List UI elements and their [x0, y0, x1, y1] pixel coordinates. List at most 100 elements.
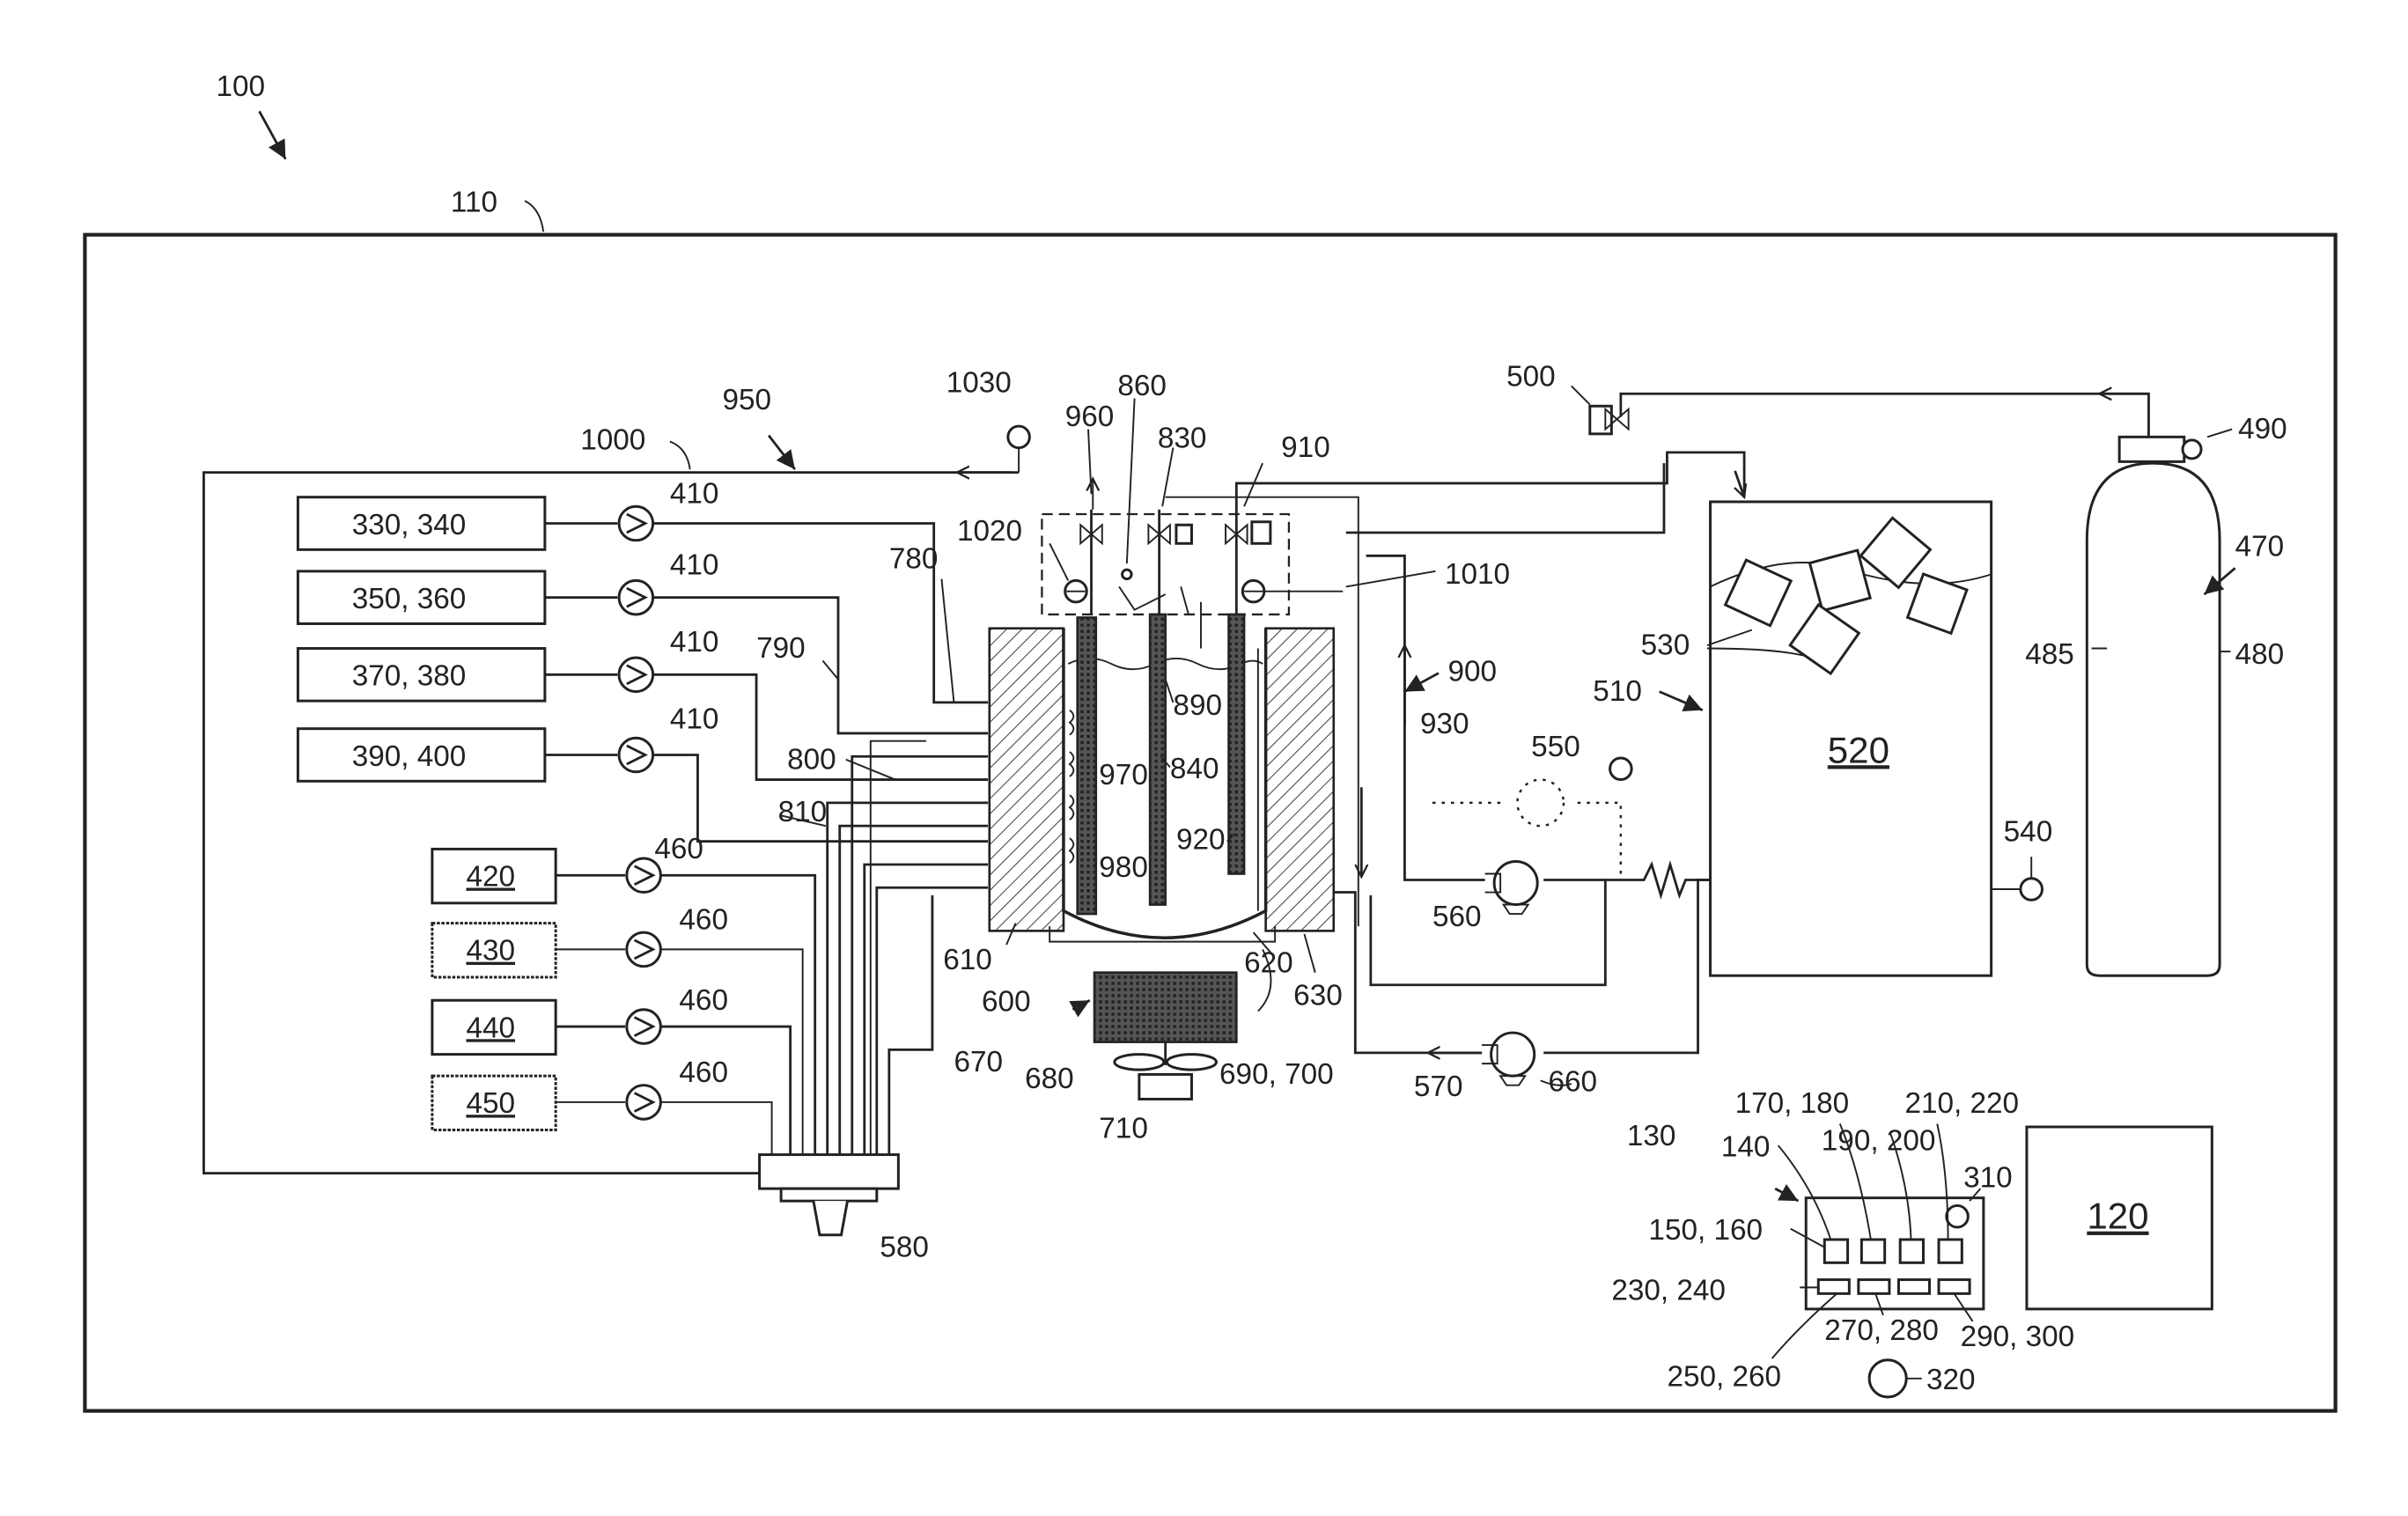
line-1000-leader [670, 442, 690, 470]
label-computer: 120 [2087, 1196, 2148, 1237]
line-950-pointer [769, 436, 795, 470]
label-enclosure: 110 [451, 186, 497, 218]
label-pump-460-d: 460 [679, 1056, 728, 1089]
label-line-930: 930 [1420, 708, 1469, 740]
label-items: 530 [1641, 629, 1690, 662]
label-probe-920: 920 [1176, 823, 1226, 856]
label-pump-410-d: 410 [670, 703, 719, 736]
label-loop-900: 900 [1448, 655, 1498, 688]
label-sensor-540: 540 [2004, 816, 2053, 849]
check-valve [1605, 865, 1710, 895]
label-sensor-1030: 1030 [946, 366, 1012, 399]
label-cylinder-gas: 485 [2025, 638, 2074, 671]
label-pump-460-a: 460 [654, 833, 703, 865]
label-stirrer-680: 680 [1025, 1063, 1074, 1095]
leader-910 [1244, 463, 1263, 506]
label-stirrer: 670 [954, 1046, 1003, 1078]
label-valve-830: 830 [1158, 423, 1207, 455]
label-ctrl-230-240: 230, 240 [1611, 1274, 1726, 1306]
label-ctrl-270-280: 270, 280 [1824, 1314, 1939, 1347]
label-source-420: 420 [466, 861, 515, 894]
label-ctrl-320: 320 [1926, 1364, 1976, 1396]
label-pump-460-c: 460 [679, 984, 728, 1017]
label-ctrl-170-180: 170, 180 [1735, 1087, 1850, 1120]
pump-560 [1485, 861, 1538, 914]
label-vessel-630: 630 [1293, 980, 1343, 1012]
label-source-440: 440 [466, 1012, 515, 1044]
pump-570 [1482, 1033, 1535, 1085]
label-line-790: 790 [756, 632, 806, 665]
label-ctrl-290-300: 290, 300 [1961, 1321, 2075, 1353]
label-ctrl-210-220: 210, 220 [1904, 1087, 2019, 1120]
label-tank-contents: 520 [1828, 729, 1889, 770]
line-780-leader [941, 579, 954, 703]
label-valve-500: 500 [1506, 360, 1556, 393]
controller-130 [1772, 1124, 1984, 1397]
label-source-450: 450 [466, 1087, 515, 1120]
label-reagent-330-340: 330, 340 [352, 509, 467, 541]
label-sensor-550: 550 [1531, 731, 1580, 763]
leader-890 [1166, 680, 1174, 703]
label-pump-660: 660 [1548, 1066, 1597, 1099]
label-pump-460-b: 460 [679, 904, 728, 937]
leader-1010 [1346, 571, 1436, 587]
label-regulator: 490 [2238, 413, 2287, 445]
label-probe-980: 980 [1099, 851, 1148, 884]
label-ctrl-140: 140 [1721, 1130, 1771, 1163]
label-valve-860: 860 [1117, 370, 1167, 402]
label-pump-410-b: 410 [670, 548, 719, 581]
loop-return [1371, 880, 1605, 985]
label-pump-570: 570 [1414, 1071, 1463, 1103]
label-ctrl-150-160: 150, 160 [1648, 1214, 1763, 1247]
label-reactor: 600 [982, 986, 1031, 1019]
label-probe-970: 970 [1099, 759, 1148, 791]
label-pump-560: 560 [1432, 901, 1482, 933]
label-manifold: 580 [880, 1231, 929, 1263]
label-line-950: 950 [723, 384, 772, 416]
label-ctrl-250-260: 250, 260 [1667, 1361, 1781, 1394]
label-sensor-1010: 1010 [1445, 558, 1510, 591]
leader-1020 [1049, 543, 1068, 580]
label-controller: 130 [1627, 1120, 1676, 1152]
leader-490 [2207, 430, 2232, 438]
sensor-550-gauge [1610, 758, 1632, 780]
label-cylinder: 470 [2235, 530, 2285, 563]
label-line-1000: 1000 [580, 423, 645, 456]
leader-860 [1127, 399, 1135, 564]
label-valve-960: 960 [1065, 401, 1115, 433]
line-790-leader [822, 661, 838, 680]
enclosure-leader [525, 201, 543, 232]
label-probe-840: 840 [1170, 753, 1219, 785]
loop-900 [1346, 463, 1664, 533]
label-system: 100 [216, 70, 265, 103]
leader-500 [1572, 386, 1590, 404]
label-motor: 710 [1099, 1112, 1148, 1144]
loop-900-pointer [1404, 673, 1439, 692]
label-reagent-390-400: 390, 400 [352, 740, 467, 773]
label-source-430: 430 [466, 935, 515, 968]
system-pointer [260, 111, 286, 158]
label-reagent-350-360: 350, 360 [352, 583, 467, 615]
label-sensor-1020: 1020 [957, 515, 1022, 548]
label-probe-890: 890 [1173, 689, 1222, 722]
label-line-780: 780 [889, 542, 939, 575]
tank-510 [1711, 471, 2043, 975]
label-stirrer-690-700: 690, 700 [1219, 1058, 1334, 1091]
bottom-line-2 [1543, 880, 1710, 1053]
label-cylinder-body: 480 [2235, 638, 2285, 671]
label-ctrl-310: 310 [1963, 1161, 2013, 1194]
reactor-600 [990, 614, 1334, 942]
label-ctrl-190-200: 190, 200 [1822, 1124, 1936, 1157]
leader-960 [1088, 430, 1092, 495]
label-tank: 510 [1593, 675, 1642, 708]
label-line-810: 810 [778, 796, 828, 828]
label-valve-910: 910 [1281, 431, 1330, 464]
label-line-800: 800 [787, 743, 836, 776]
label-vessel-620: 620 [1244, 947, 1293, 980]
dotted-circle [1517, 780, 1564, 827]
leader-510 [1660, 692, 1703, 710]
leader-630 [1304, 934, 1314, 973]
label-pump-410-a: 410 [670, 478, 719, 511]
label-reagent-370-380: 370, 380 [352, 660, 467, 693]
